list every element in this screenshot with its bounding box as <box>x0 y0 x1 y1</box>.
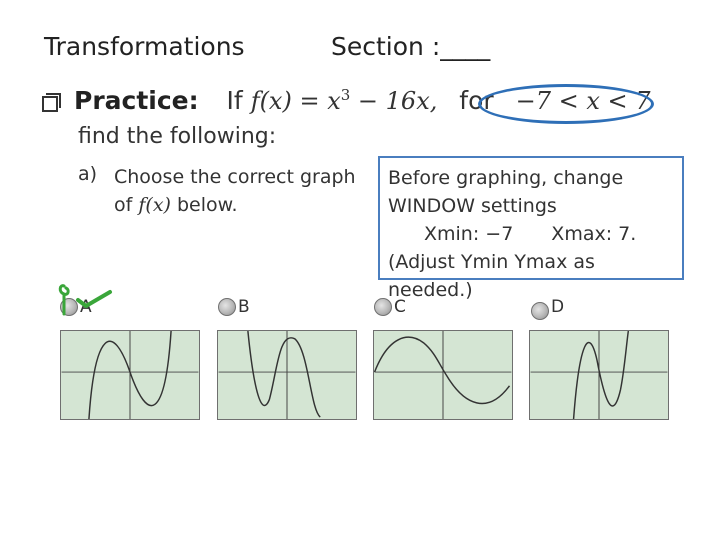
question-line2-suffix: below. <box>177 194 238 216</box>
option-c-label: C <box>394 297 406 317</box>
graph-option-a[interactable] <box>60 330 200 420</box>
question-line2: of f(x) below. <box>114 191 374 219</box>
practice-label: Practice: <box>74 86 199 115</box>
section-label: Section :____ <box>331 32 491 61</box>
option-c-radio[interactable] <box>374 298 392 316</box>
graph-option-b[interactable] <box>217 330 357 420</box>
graph-c-curve <box>374 336 511 405</box>
graph-option-c[interactable] <box>373 330 513 420</box>
note-line2: WINDOW settings <box>388 195 557 217</box>
option-d-radio[interactable] <box>531 302 549 320</box>
note-xmin: Xmin: −7 <box>424 223 514 245</box>
checkmark-icon <box>58 284 112 316</box>
function-rest: − 16x, <box>350 87 438 115</box>
page-title: Transformations <box>44 32 245 61</box>
question-line1: Choose the correct graph <box>114 166 356 188</box>
question-line2-math: f(x) <box>138 194 171 216</box>
function-expression: f(x) = x3 − 16x, <box>250 86 438 115</box>
question-text: Choose the correct graph of f(x) below. <box>114 163 374 219</box>
function-exponent: 3 <box>340 86 351 104</box>
note-line4: (Adjust Ymin Ymax as needed.) <box>388 251 595 301</box>
question-letter: a) <box>78 163 98 185</box>
graph-a-curve <box>88 331 172 419</box>
if-word: If <box>226 86 243 115</box>
find-line: find the following: <box>78 124 277 149</box>
graph-b-curve <box>247 331 321 418</box>
window-settings-note: Before graphing, change WINDOW settings … <box>378 156 684 301</box>
note-xmax: Xmax: 7. <box>551 223 637 245</box>
domain-highlight-ring <box>478 84 654 124</box>
option-b-label: B <box>238 297 250 317</box>
question-line2-prefix: of <box>114 194 133 216</box>
checkbox-bullet-icon <box>42 93 61 112</box>
note-line1: Before graphing, change <box>388 167 624 189</box>
graph-d-curve <box>572 331 630 419</box>
graph-option-d[interactable] <box>529 330 669 420</box>
option-b-radio[interactable] <box>218 298 236 316</box>
option-d-label: D <box>551 297 565 317</box>
function-lhs: f(x) = x <box>250 87 341 115</box>
note-window-values: Xmin: −7 Xmax: 7. <box>388 220 674 248</box>
